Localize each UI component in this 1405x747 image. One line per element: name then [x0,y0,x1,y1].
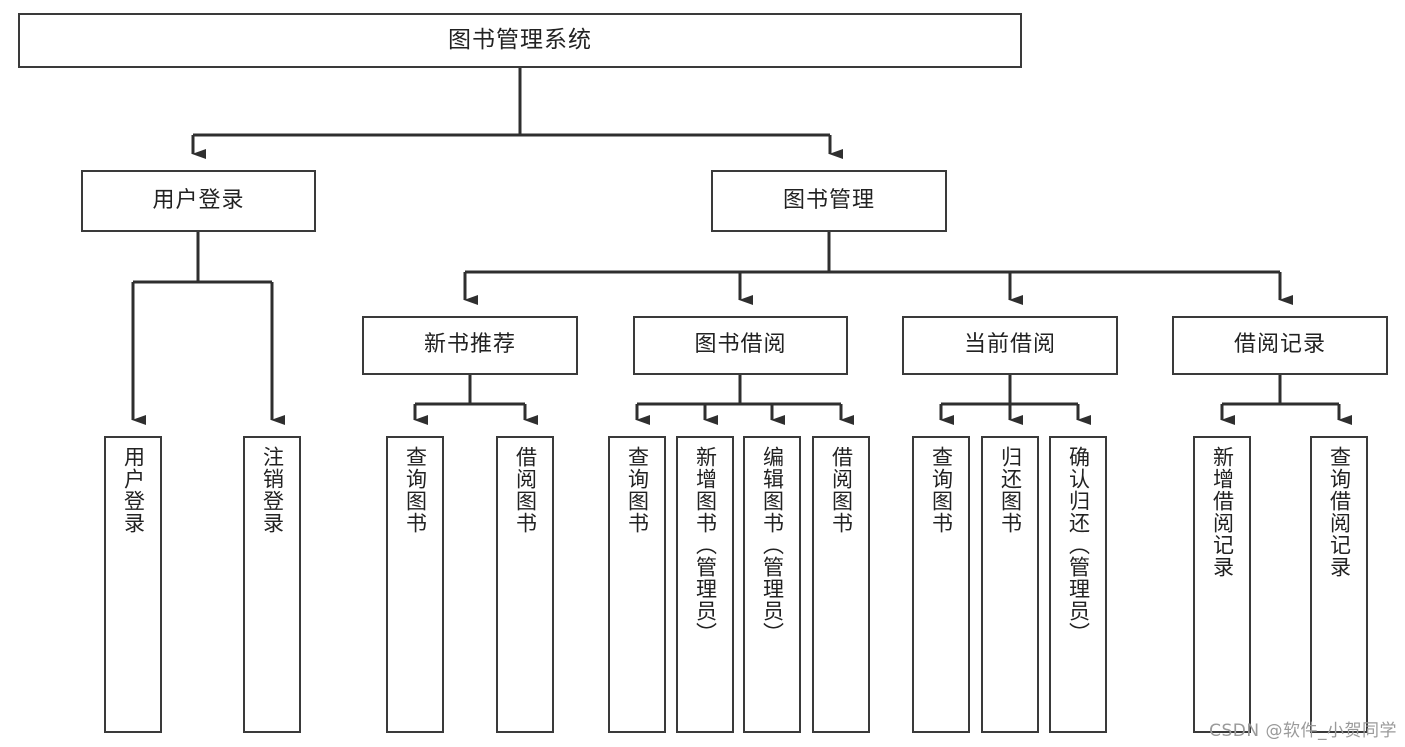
node-root[interactable]: 图书管理系统 [18,13,1022,68]
node-user-login-label: 用户登录 [152,187,245,213]
node-book-manage[interactable]: 图书管理 [711,170,947,232]
node-borrow-book-1-label: 借阅图书 [513,446,538,534]
node-add-book-label: 新增图书（管理员） [693,446,718,644]
node-query-book-3[interactable]: 查询图书 [912,436,970,733]
node-edit-book-label: 编辑图书（管理员） [760,446,785,644]
node-book-borrow-label: 图书借阅 [694,332,787,358]
node-current-borrow-label: 当前借阅 [963,332,1056,358]
node-book-borrow[interactable]: 图书借阅 [633,316,848,375]
node-book-manage-label: 图书管理 [782,187,875,213]
node-edit-book[interactable]: 编辑图书（管理员） [743,436,801,733]
node-borrow-record-label: 借阅记录 [1233,332,1326,358]
watermark: CSDN @软件_小贺同学 [1209,721,1397,741]
node-query-book-2[interactable]: 查询图书 [608,436,666,733]
node-current-borrow[interactable]: 当前借阅 [902,316,1118,375]
node-confirm-return[interactable]: 确认归还（管理员） [1049,436,1107,733]
node-add-borrow-record[interactable]: 新增借阅记录 [1193,436,1251,733]
node-new-book-rec-label: 新书推荐 [423,332,516,358]
node-borrow-record[interactable]: 借阅记录 [1172,316,1388,375]
node-add-borrow-record-label: 新增借阅记录 [1210,446,1235,578]
node-user-login-do[interactable]: 用户登录 [104,436,162,733]
node-borrow-book-2[interactable]: 借阅图书 [812,436,870,733]
node-query-book-2-label: 查询图书 [625,446,650,534]
node-borrow-book-1[interactable]: 借阅图书 [496,436,554,733]
node-return-book-label: 归还图书 [998,446,1023,534]
node-query-book-3-label: 查询图书 [929,446,954,534]
node-borrow-book-2-label: 借阅图书 [829,446,854,534]
node-user-login[interactable]: 用户登录 [81,170,316,232]
node-add-book[interactable]: 新增图书（管理员） [676,436,734,733]
node-query-book-1-label: 查询图书 [403,446,428,534]
node-new-book-rec[interactable]: 新书推荐 [362,316,578,375]
node-user-logout-label: 注销登录 [260,446,285,534]
node-query-borrow-record-label: 查询借阅记录 [1327,446,1352,578]
node-query-book-1[interactable]: 查询图书 [386,436,444,733]
node-user-logout[interactable]: 注销登录 [243,436,301,733]
node-return-book[interactable]: 归还图书 [981,436,1039,733]
node-user-login-do-label: 用户登录 [121,446,146,534]
node-root-label: 图书管理系统 [448,26,592,53]
node-confirm-return-label: 确认归还（管理员） [1066,446,1091,644]
node-query-borrow-record[interactable]: 查询借阅记录 [1310,436,1368,733]
